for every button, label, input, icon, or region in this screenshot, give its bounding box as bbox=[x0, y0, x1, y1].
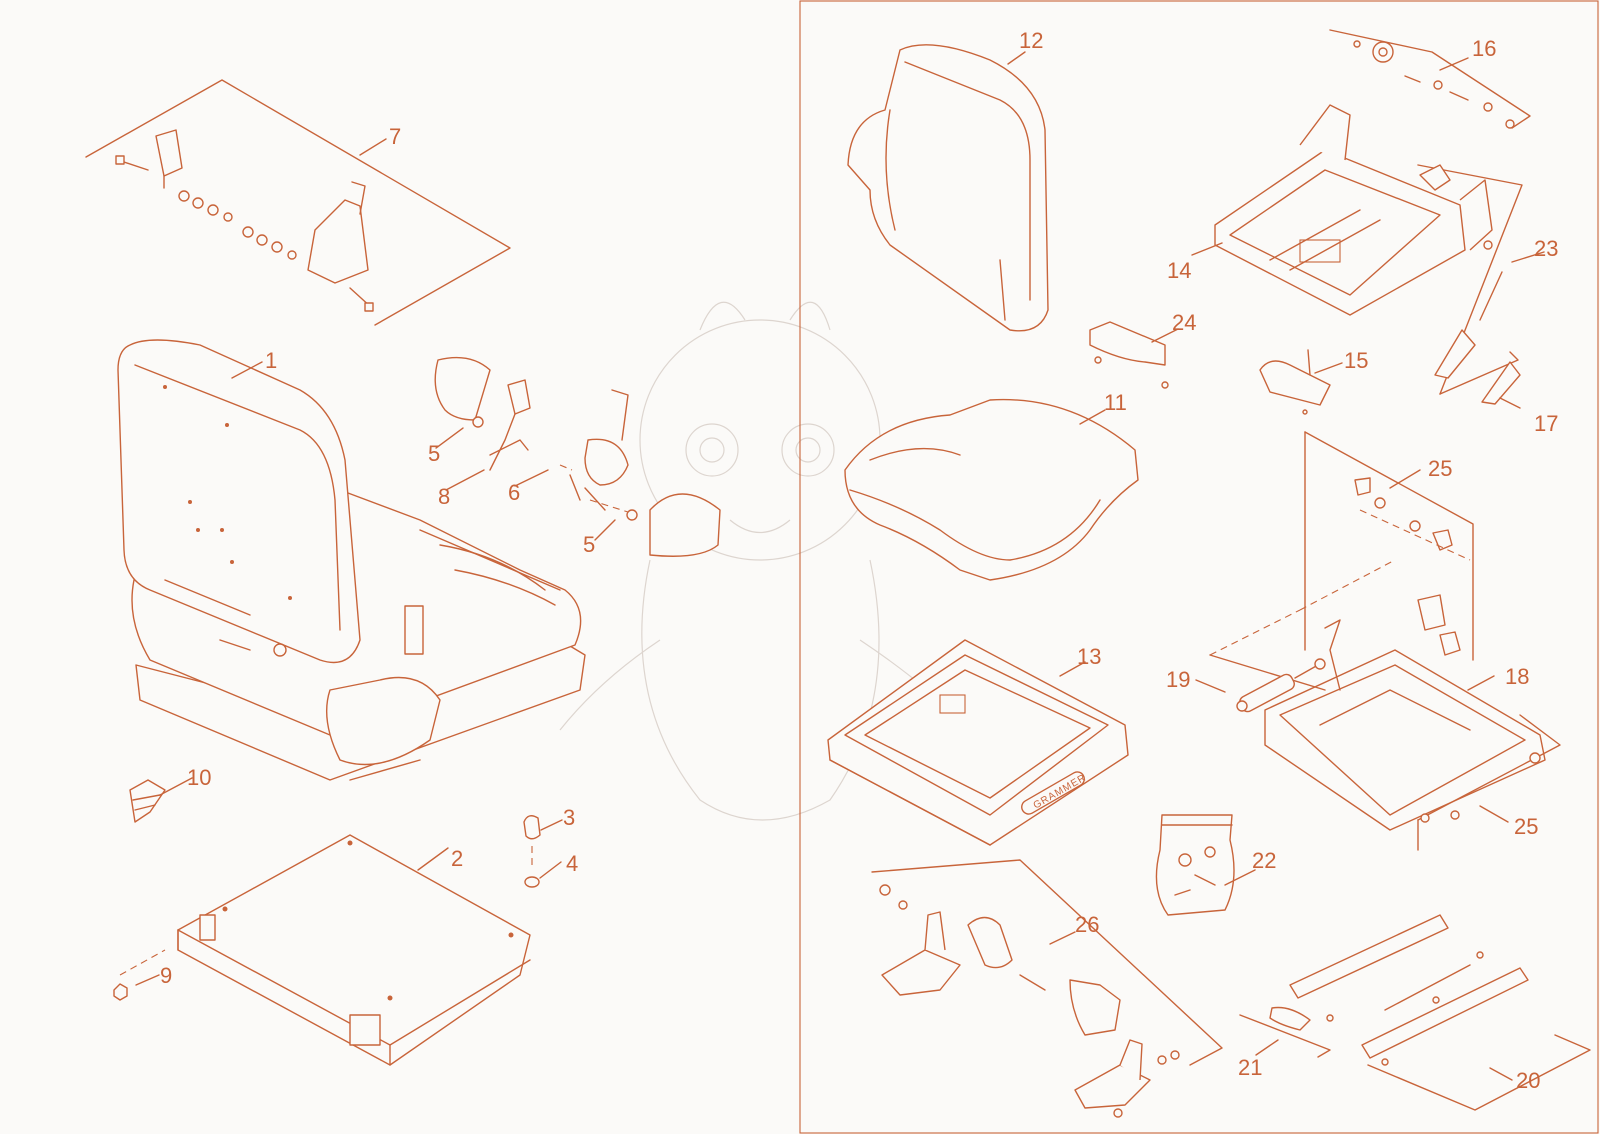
callout-14: 14 bbox=[1167, 258, 1191, 283]
part-12-backrest-cushion bbox=[847, 44, 1049, 332]
parts-23-17-covers bbox=[1417, 164, 1523, 405]
callout-21: 21 bbox=[1238, 1055, 1262, 1080]
callout-3: 3 bbox=[563, 805, 575, 830]
callout-9: 9 bbox=[160, 963, 172, 988]
callout-20: 20 bbox=[1516, 1068, 1540, 1093]
callout-12: 12 bbox=[1019, 28, 1043, 53]
parts-5-6-8-belt-components bbox=[434, 356, 721, 557]
callout-18: 18 bbox=[1505, 664, 1529, 689]
part-16-hardware-kit bbox=[1329, 29, 1531, 129]
callout-22: 22 bbox=[1252, 848, 1276, 873]
callout-numbers: 7 1 5 8 6 5 10 2 3 4 9 12 16 14 23 24 15… bbox=[160, 28, 1558, 1093]
part-2-base-plate bbox=[177, 834, 531, 1066]
part-26-armrest-kit bbox=[871, 859, 1223, 1118]
callout-2: 2 bbox=[451, 846, 463, 871]
callout-17: 17 bbox=[1534, 411, 1558, 436]
callout-16: 16 bbox=[1472, 36, 1496, 61]
callout-26: 26 bbox=[1075, 912, 1099, 937]
parts-24-15-brackets bbox=[1089, 321, 1331, 415]
callout-7: 7 bbox=[389, 124, 401, 149]
callout-24: 24 bbox=[1172, 310, 1196, 335]
callout-25-upper: 25 bbox=[1428, 456, 1452, 481]
callout-8: 8 bbox=[438, 484, 450, 509]
callout-25-lower: 25 bbox=[1514, 814, 1538, 839]
left-leader-lines bbox=[135, 138, 616, 986]
callout-19: 19 bbox=[1166, 667, 1190, 692]
right-leader-lines bbox=[1007, 51, 1545, 1081]
callout-15: 15 bbox=[1344, 348, 1368, 373]
callout-10: 10 bbox=[187, 765, 211, 790]
callout-11: 11 bbox=[1104, 390, 1127, 415]
part-22-hardware-bag bbox=[1155, 814, 1235, 916]
callout-1: 1 bbox=[265, 348, 277, 373]
callout-6: 6 bbox=[508, 480, 520, 505]
callout-13: 13 bbox=[1077, 644, 1101, 669]
part-11-seat-cushion bbox=[844, 398, 1139, 581]
callout-23: 23 bbox=[1534, 236, 1558, 261]
callout-5-upper: 5 bbox=[428, 441, 440, 466]
parts-20-21-slide-rails bbox=[1239, 914, 1591, 1111]
parts-25-18-slide-base bbox=[1209, 431, 1561, 851]
right-panel-frame bbox=[799, 0, 1599, 1134]
callout-4: 4 bbox=[566, 851, 578, 876]
part-1-seat-assembly bbox=[117, 339, 586, 781]
part-10-rivet-clip bbox=[129, 779, 166, 823]
parts-3-4-9-fasteners bbox=[113, 815, 541, 1001]
part-13-seat-pan-frame: GRAMMER bbox=[827, 639, 1129, 846]
part-19-gas-spring bbox=[1209, 619, 1341, 713]
part-14-recliner-mechanism bbox=[1214, 104, 1493, 316]
part-7-seatbelt-kit bbox=[85, 79, 511, 326]
callout-5-lower: 5 bbox=[583, 532, 595, 557]
